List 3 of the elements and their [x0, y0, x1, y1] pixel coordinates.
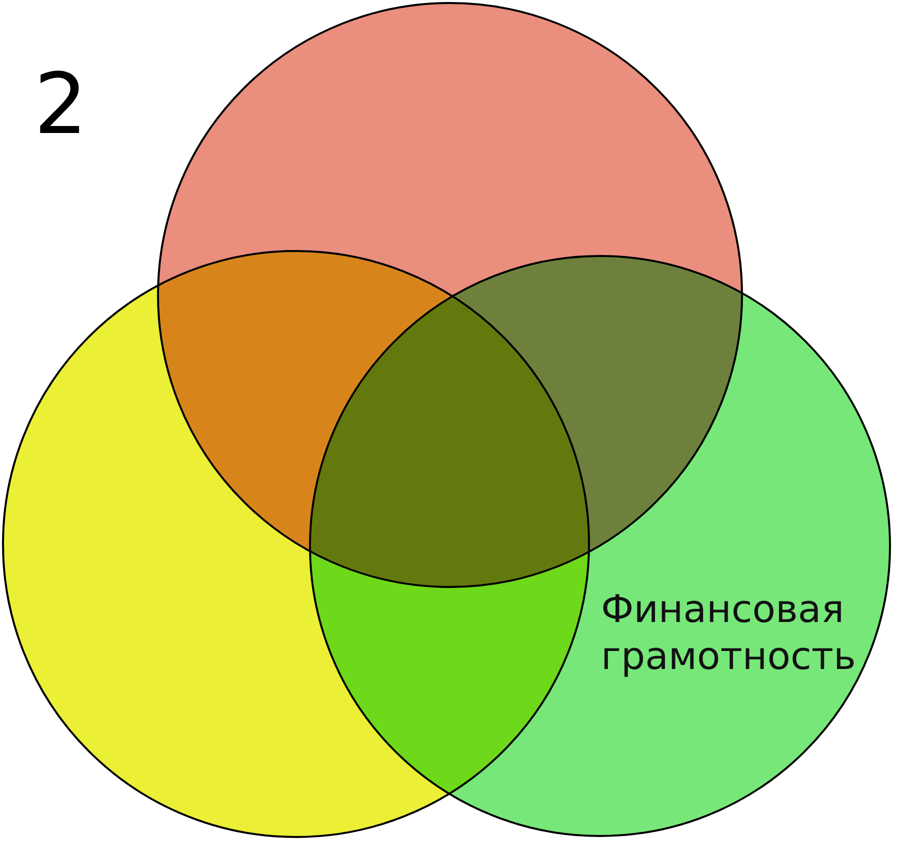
- figure-number: 2: [34, 62, 88, 146]
- circle-label: Финансовая грамотность: [601, 586, 857, 680]
- venn-circle: [309, 255, 891, 837]
